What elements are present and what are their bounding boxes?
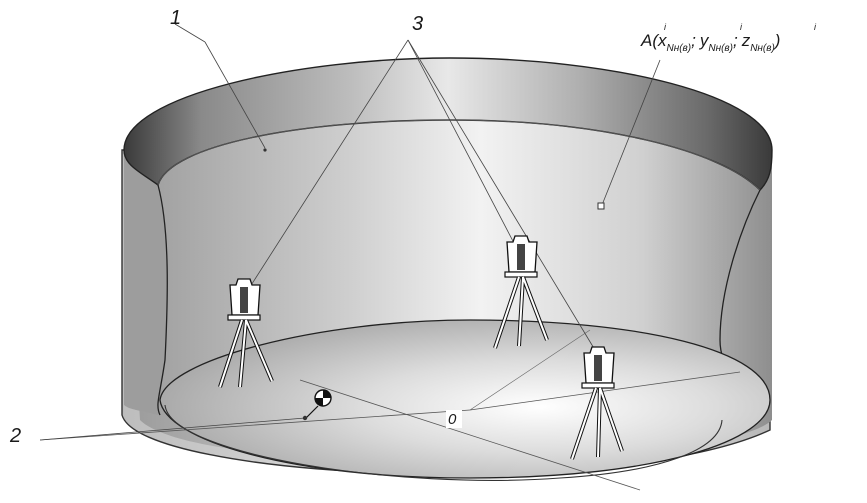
floor-axis-3 [469,371,741,411]
point-a-sup-x: i [664,22,667,32]
tank-base-contour [164,404,723,481]
tank-inner-wall-left-shade [124,150,167,415]
point-a-label: A(xNн(в);yNн(в);zNн(в)) [640,31,780,54]
scanner-left [218,278,274,388]
leader-2 [39,417,306,441]
leader-1 [174,23,206,43]
label-scanners: 3 [412,13,423,35]
scanner-right [570,346,624,460]
leader-3b [407,39,516,246]
floor-axis-1 [39,409,471,441]
scanner-middle [493,235,549,349]
leader-point-a [601,59,661,206]
label-target: 2 [9,425,21,447]
label-origin: 0 [448,411,457,428]
point-a-sup-y: i [740,22,743,32]
tank-deformed-wall-outline [157,184,168,416]
origin-label-bg [446,410,462,428]
leader-3a [247,39,409,291]
label-tank: 1 [170,7,181,29]
floor-axis-2 [299,379,641,491]
point-a-marker [597,202,605,210]
point-a-sup-z: i [814,22,817,32]
leader-1b [204,41,266,149]
floor-axis-4 [469,329,591,411]
leader-3c [407,39,599,356]
target-marker [302,389,332,421]
tank-dot-marker [263,148,267,152]
